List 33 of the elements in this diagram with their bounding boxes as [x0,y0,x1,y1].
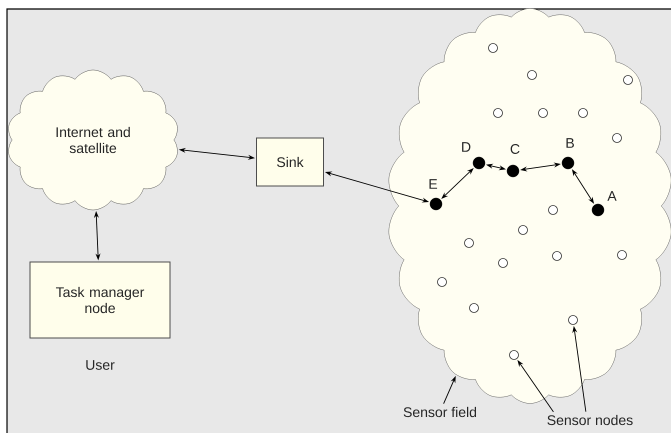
node-letter: D [462,142,470,152]
sensor-node [509,350,519,360]
active-node [592,204,604,216]
sensor-node [623,75,633,85]
sensor-node [488,43,498,53]
sensor-node [437,277,447,287]
node-letter: A [607,191,617,201]
sensor-node [498,258,508,268]
sensor-node [527,70,537,80]
sensor-node [552,251,562,261]
active-node [562,156,574,170]
node-letter: C [510,144,520,154]
sensor-node [469,303,479,313]
sensor-node [464,238,474,248]
node-letter: B [566,138,574,148]
process-box: Sink [256,138,324,186]
sensor-node [518,225,528,235]
process-box: Task manager node [30,261,170,338]
sensor-node [493,108,503,118]
caption-text: Sensor field [404,406,476,418]
active-node [472,156,486,170]
sensor-node [617,250,627,260]
active-node [506,164,520,178]
sensor-node [568,315,578,325]
sensor-field-cloud [388,8,671,404]
sensor-node [612,133,622,143]
sensor-node [548,205,558,215]
sensor-node [538,108,548,118]
caption-text: Sensor nodes [547,414,633,426]
node-letter: E [429,179,438,189]
sensor-node [578,108,588,118]
active-node [430,198,442,210]
caption-text: User [86,360,115,370]
